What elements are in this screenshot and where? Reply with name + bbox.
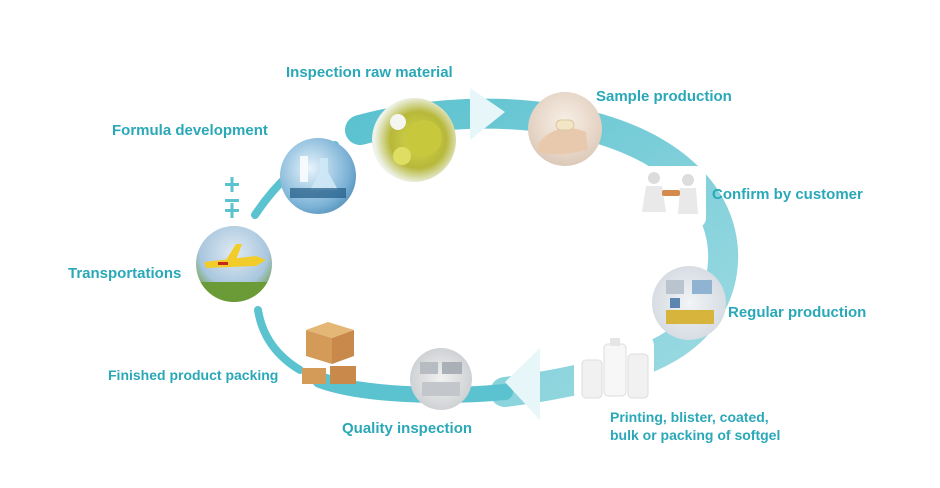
label-formula-development: Formula development xyxy=(112,122,268,139)
label-inspection-raw-material: Inspection raw material xyxy=(286,64,453,81)
label-printing-line1: Printing, blister, coated, xyxy=(610,409,769,425)
direction-arrow-bottom xyxy=(505,348,540,420)
inspection-room-icon xyxy=(410,348,472,410)
direction-arrow-top xyxy=(470,88,505,140)
label-sample-production: Sample production xyxy=(596,88,732,105)
label-transportations: Transportations xyxy=(68,265,182,282)
plus-minus-icon xyxy=(225,177,239,218)
label-finished-product-packing: Finished product packing xyxy=(108,367,279,383)
label-confirm-by-customer: Confirm by customer xyxy=(712,186,863,203)
raw-powder-icon xyxy=(372,98,456,182)
ring-arc-left-lower xyxy=(254,306,304,374)
factory-line-icon xyxy=(652,266,726,340)
label-regular-production: Regular production xyxy=(728,304,867,321)
hand-holding-pill-icon xyxy=(528,92,602,166)
ring-arc-bottom xyxy=(312,372,513,403)
handover-figures-icon xyxy=(636,166,706,228)
cardboard-boxes-icon xyxy=(298,318,362,388)
label-quality-inspection: Quality inspection xyxy=(342,420,473,437)
label-printing-line2: bulk or packing of softgel xyxy=(610,427,781,443)
cargo-plane-icon xyxy=(196,226,272,302)
lab-flasks-icon xyxy=(280,138,356,214)
white-bottles-icon xyxy=(574,332,654,406)
